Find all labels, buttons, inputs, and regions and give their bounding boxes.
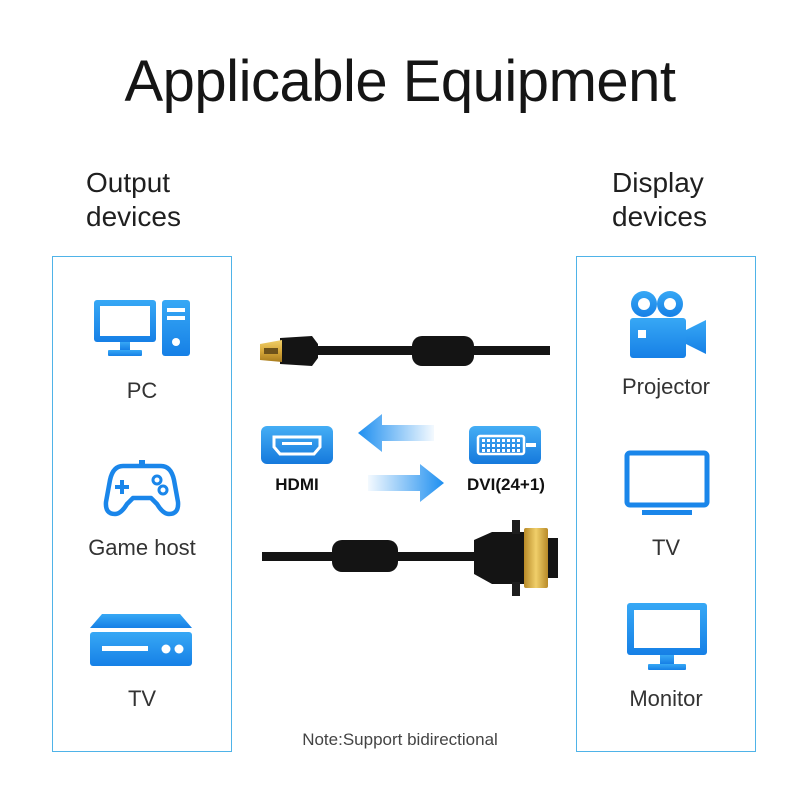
output-devices-heading: Output devices bbox=[86, 166, 246, 234]
hdmi-port-icon bbox=[261, 426, 333, 464]
display-heading-line2: devices bbox=[612, 201, 707, 232]
display-heading-line1: Display bbox=[612, 167, 704, 198]
dvi-port-icon bbox=[469, 426, 541, 464]
output-device-label: Game host bbox=[88, 535, 196, 560]
output-devices-panel bbox=[52, 256, 232, 752]
display-device-label: Monitor bbox=[629, 686, 703, 711]
output-device-label: TV bbox=[127, 686, 157, 711]
bidirectional-note: Note:Support bidirectional bbox=[302, 730, 498, 749]
display-device-label: Projector bbox=[621, 374, 711, 399]
gamepad-icon bbox=[103, 460, 181, 517]
hdmi-port-label: HDMI bbox=[275, 475, 319, 494]
output-device-label: PC bbox=[126, 378, 158, 403]
tv-box-icon bbox=[90, 614, 192, 666]
pc-icon bbox=[94, 300, 190, 356]
display-device-label: TV bbox=[651, 535, 681, 560]
display-devices-panel bbox=[576, 256, 756, 752]
arrow-left-icon bbox=[358, 414, 434, 452]
monitor-icon bbox=[627, 603, 707, 670]
dvi-cable-image bbox=[262, 520, 558, 596]
display-devices-heading: Display devices bbox=[612, 166, 772, 234]
output-heading-line1: Output bbox=[86, 167, 171, 198]
dvi-port-label: DVI(24+1) bbox=[467, 475, 545, 494]
hdmi-cable-image bbox=[260, 336, 550, 366]
output-heading-line2: devices bbox=[86, 201, 181, 232]
tv-icon bbox=[624, 450, 710, 515]
projector-icon bbox=[630, 291, 706, 358]
page-title: Applicable Equipment bbox=[124, 49, 676, 114]
arrow-right-icon bbox=[368, 464, 444, 502]
